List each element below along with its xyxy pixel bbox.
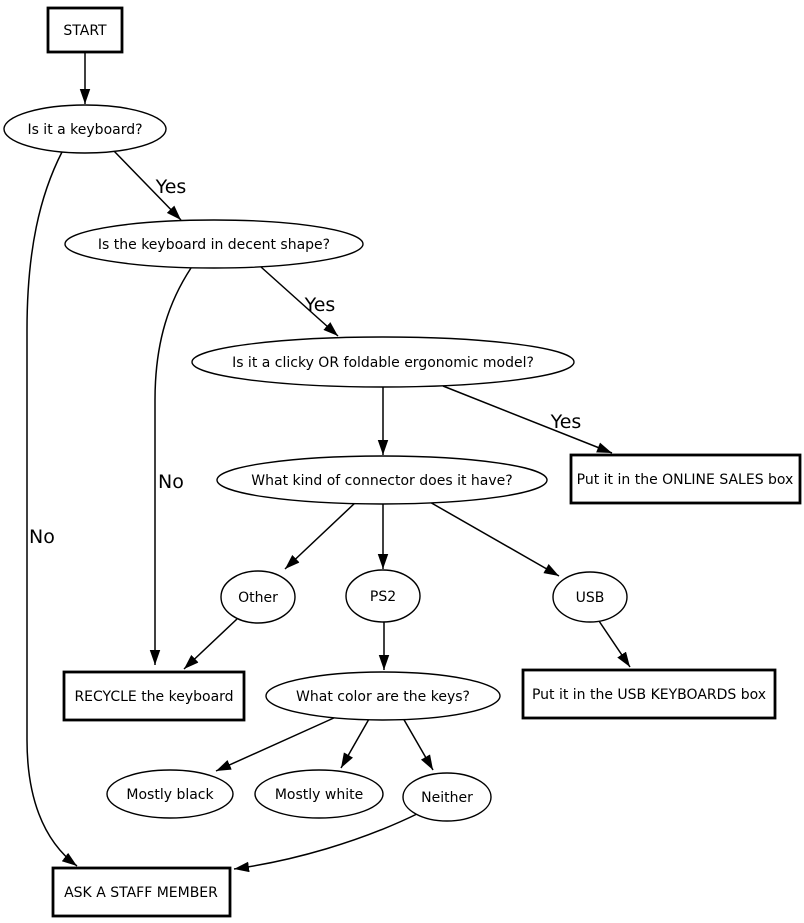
node-clicky-or-foldable: Is it a clicky OR foldable ergonomic mod… (191, 336, 575, 388)
nodes: START Is it a keyboard? Is the keyboard … (3, 6, 802, 918)
edges (26, 52, 631, 873)
node-neither: Neither (402, 772, 492, 822)
node-ps2-label: PS2 (370, 589, 396, 605)
node-decent-shape: Is the keyboard in decent shape? (64, 219, 364, 269)
edge-keyboard-no (26, 151, 78, 867)
node-usb-keyboards-box-label: Put it in the USB KEYBOARDS box (532, 687, 766, 703)
node-ask-staff-member: ASK A STAFF MEMBER (51, 866, 232, 918)
edge-labels: Yes No Yes No Yes (29, 176, 581, 548)
node-decent-shape-label: Is the keyboard in decent shape? (98, 237, 330, 253)
edge-keycolor-to-mostly-black (215, 716, 337, 772)
node-start-label: START (63, 23, 107, 39)
edge-label-keyboard-no: No (29, 526, 55, 548)
edge-keycolor-to-neither (402, 717, 434, 771)
node-mostly-black: Mostly black (106, 769, 234, 819)
node-usb: USB (552, 571, 628, 623)
node-mostly-white: Mostly white (254, 769, 384, 819)
edge-decent-yes (260, 266, 339, 337)
edge-connector-to-other (284, 501, 357, 570)
node-recycle: RECYCLE the keyboard (62, 670, 246, 722)
edge-label-decent-no: No (158, 471, 184, 493)
node-usb-keyboards-box: Put it in the USB KEYBOARDS box (521, 668, 777, 720)
edge-label-clicky-yes: Yes (550, 411, 582, 433)
node-clicky-or-foldable-label: Is it a clicky OR foldable ergonomic mod… (232, 355, 534, 371)
edge-clicky-yes (442, 385, 613, 454)
node-online-sales-box: Put it in the ONLINE SALES box (569, 453, 802, 505)
node-ps2: PS2 (345, 569, 421, 623)
node-is-it-a-keyboard: Is it a keyboard? (3, 104, 167, 154)
edge-keycolor-to-mostly-white (340, 718, 370, 769)
node-connector-type: What kind of connector does it have? (216, 455, 548, 505)
node-recycle-label: RECYCLE the keyboard (74, 689, 233, 705)
node-key-color-label: What color are the keys? (296, 689, 470, 705)
node-other-label: Other (238, 590, 278, 606)
node-mostly-white-label: Mostly white (275, 787, 363, 803)
edge-label-keyboard-yes: Yes (155, 176, 187, 198)
node-connector-type-label: What kind of connector does it have? (251, 473, 512, 489)
node-key-color: What color are the keys? (265, 671, 501, 721)
edge-connector-to-usb (427, 500, 560, 577)
edge-neither-to-ask (233, 812, 420, 873)
node-usb-label: USB (576, 590, 605, 606)
node-is-it-a-keyboard-label: Is it a keyboard? (27, 122, 142, 138)
node-start: START (46, 6, 124, 54)
node-ask-staff-member-label: ASK A STAFF MEMBER (64, 885, 218, 901)
edge-label-decent-yes: Yes (304, 294, 336, 316)
edge-other-to-recycle (183, 618, 238, 670)
edge-decent-no (149, 267, 192, 665)
edge-keyboard-yes (112, 149, 182, 221)
node-neither-label: Neither (421, 790, 473, 806)
node-mostly-black-label: Mostly black (126, 787, 214, 803)
edge-usb-to-usbbox (598, 620, 631, 668)
node-online-sales-box-label: Put it in the ONLINE SALES box (577, 472, 794, 488)
node-other: Other (220, 570, 296, 624)
